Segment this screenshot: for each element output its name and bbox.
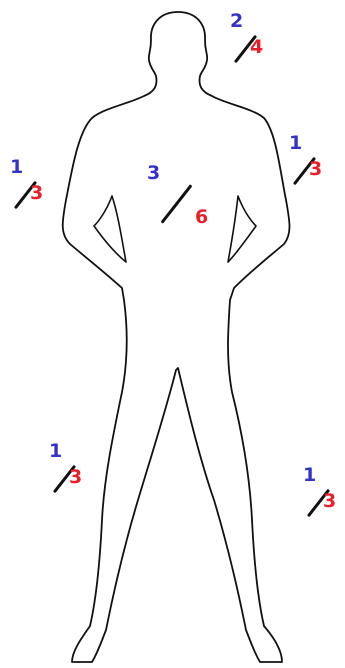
right-leg-denominator: 3	[323, 492, 336, 511]
left-arm-fraction: 1 3	[10, 158, 50, 206]
right-leg-fraction: 1 3	[303, 466, 343, 514]
right-arm-fraction: 1 3	[289, 134, 329, 182]
head-denominator: 4	[250, 38, 263, 57]
torso-denominator: 6	[195, 208, 208, 227]
left-leg-fraction: 1 3	[49, 442, 89, 490]
left-arm-numerator: 1	[10, 158, 23, 177]
head-fraction: 2 4	[230, 12, 270, 60]
right-arm-numerator: 1	[289, 134, 302, 153]
left-leg-denominator: 3	[69, 468, 82, 487]
head-numerator: 2	[230, 12, 243, 31]
torso-fraction: 3 6	[147, 164, 187, 212]
left-arm-denominator: 3	[30, 184, 43, 203]
right-arm-denominator: 3	[309, 160, 322, 179]
left-leg-numerator: 1	[49, 442, 62, 461]
torso-numerator: 3	[147, 164, 160, 183]
right-leg-numerator: 1	[303, 466, 316, 485]
